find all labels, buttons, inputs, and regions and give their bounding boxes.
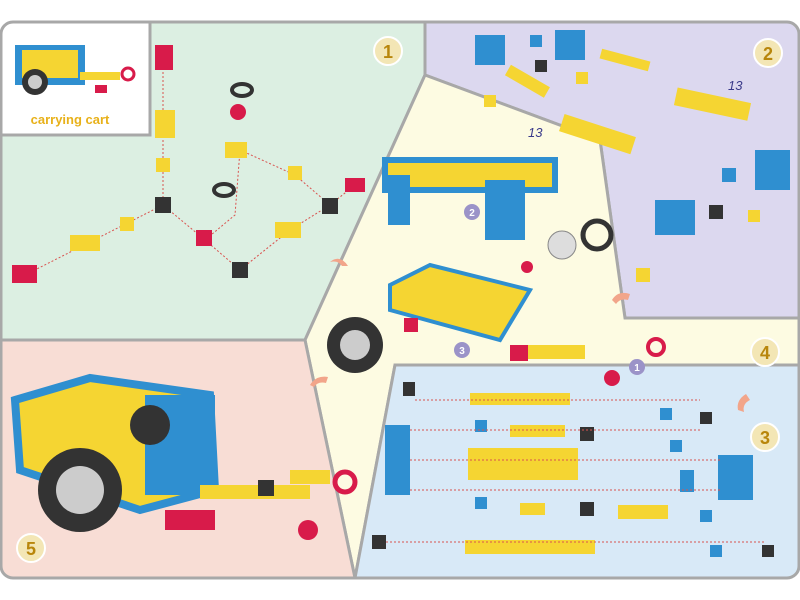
red-hub bbox=[404, 318, 418, 332]
red-connector bbox=[12, 265, 37, 283]
blue-corner bbox=[755, 150, 790, 190]
yellow-beam bbox=[559, 114, 636, 155]
step-number: 2 bbox=[763, 44, 773, 64]
red-connector bbox=[510, 345, 528, 361]
blue-hub bbox=[710, 545, 722, 557]
yellow-beam bbox=[470, 393, 570, 405]
yellow-peg bbox=[748, 210, 760, 222]
handle-ring bbox=[646, 337, 666, 357]
yellow-beam bbox=[599, 48, 651, 72]
yellow-beam bbox=[465, 540, 595, 554]
step-badge-2: 2 bbox=[753, 38, 783, 68]
yellow-peg bbox=[636, 268, 650, 282]
red-hub bbox=[196, 230, 212, 246]
step-badge-4: 4 bbox=[750, 337, 780, 367]
small-wheel bbox=[604, 370, 620, 386]
step-arrow-icon bbox=[310, 376, 328, 387]
beam-count-label: 13 bbox=[528, 125, 543, 140]
step-number: 3 bbox=[760, 428, 770, 448]
red-hub bbox=[230, 104, 246, 120]
yellow-block bbox=[70, 235, 100, 251]
blue-hub bbox=[530, 35, 542, 47]
blue-panel bbox=[385, 425, 410, 495]
step-number: 4 bbox=[760, 343, 770, 363]
red-connector bbox=[155, 45, 173, 70]
yellow-beam bbox=[510, 425, 565, 437]
blue-hub bbox=[475, 420, 487, 432]
cart-floor bbox=[388, 262, 534, 343]
cart-caption: carrying cart bbox=[31, 112, 110, 127]
blue-corner bbox=[555, 30, 585, 60]
step-number: 1 bbox=[383, 42, 393, 62]
handle-beam bbox=[515, 345, 585, 359]
step-badge-1: 1 bbox=[373, 36, 403, 66]
blue-corner bbox=[655, 200, 695, 235]
step-number: 5 bbox=[26, 539, 36, 559]
black-hub bbox=[709, 205, 723, 219]
black-hub bbox=[580, 427, 594, 441]
black-hub bbox=[322, 198, 338, 214]
black-hub bbox=[232, 262, 248, 278]
subassembly-label: 3 bbox=[459, 346, 465, 357]
black-hub bbox=[155, 197, 171, 213]
assembled-cart bbox=[10, 373, 358, 540]
yellow-peg bbox=[288, 166, 302, 180]
yellow-beam bbox=[673, 87, 752, 121]
blue-hub bbox=[475, 497, 487, 509]
yellow-beam bbox=[618, 505, 668, 519]
frame-top bbox=[382, 157, 558, 193]
step-badge-5: 5 bbox=[16, 533, 46, 563]
beam-count-label: 13 bbox=[728, 78, 743, 93]
yellow-peg bbox=[576, 72, 588, 84]
subassembly-label: 1 bbox=[634, 363, 640, 374]
black-hub bbox=[762, 545, 774, 557]
black-hub bbox=[403, 382, 415, 396]
yellow-beam bbox=[468, 448, 578, 480]
step-arrow-icon bbox=[330, 258, 348, 266]
step-arrow-icon bbox=[737, 394, 750, 412]
blue-corner bbox=[475, 35, 505, 65]
yellow-peg bbox=[484, 95, 496, 107]
frame-leg bbox=[485, 180, 525, 240]
cart-thumbnail bbox=[15, 45, 136, 95]
yellow-peg bbox=[156, 158, 170, 172]
blue-hub bbox=[722, 168, 736, 182]
black-hub bbox=[700, 412, 712, 424]
yellow-block bbox=[225, 142, 247, 158]
tire-icon bbox=[230, 82, 254, 98]
red-hub bbox=[521, 261, 533, 273]
yellow-peg bbox=[120, 217, 134, 231]
yellow-beam bbox=[504, 64, 550, 98]
red-connector bbox=[345, 178, 365, 192]
blue-hub bbox=[660, 408, 672, 420]
yellow-beam bbox=[520, 503, 545, 515]
blue-hub bbox=[680, 470, 694, 492]
black-hub bbox=[535, 60, 547, 72]
blue-panel bbox=[718, 455, 753, 500]
tire-icon bbox=[212, 182, 236, 198]
hubcap bbox=[547, 230, 577, 260]
subassembly-label: 2 bbox=[469, 208, 475, 219]
black-hub bbox=[580, 502, 594, 516]
step-badge-3: 3 bbox=[750, 422, 780, 452]
tire-icon bbox=[580, 218, 614, 252]
yellow-block bbox=[155, 110, 175, 138]
step-arrow-icon bbox=[612, 292, 630, 304]
black-hub bbox=[372, 535, 386, 549]
blue-hub bbox=[700, 510, 712, 522]
blue-hub bbox=[670, 440, 682, 452]
yellow-block bbox=[275, 222, 301, 238]
frame-leg bbox=[388, 175, 410, 225]
